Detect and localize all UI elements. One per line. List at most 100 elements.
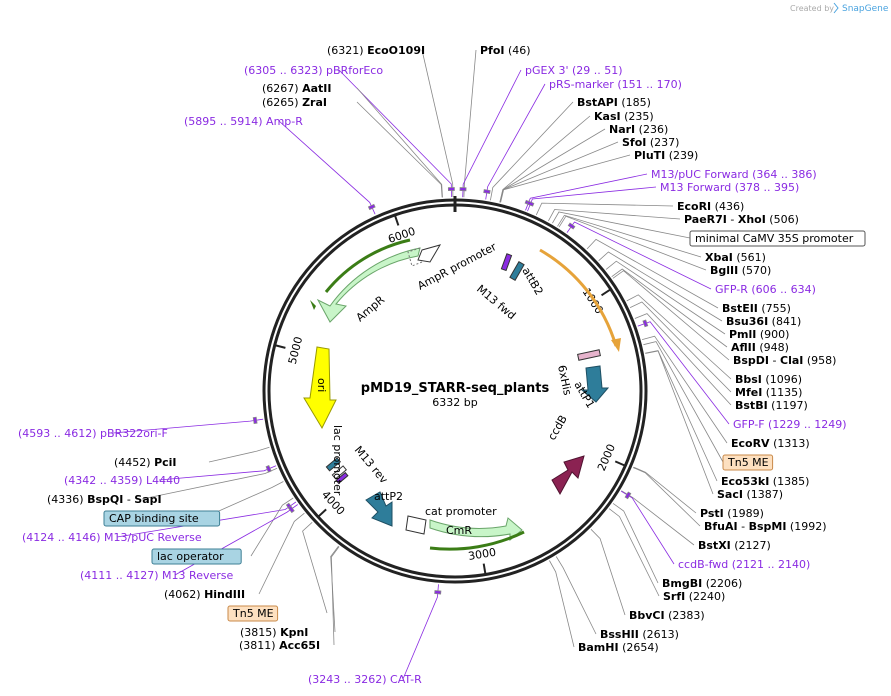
enzyme-name: BglII (710, 264, 738, 277)
site-bspqi[interactable]: (4336) BspQI - SapI (47, 493, 162, 506)
site-gfp-f-1229-1249[interactable]: GFP-F (1229 .. 1249) (733, 418, 847, 431)
site-bfuai[interactable]: BfuAI - BspMI (1992) (704, 520, 827, 533)
feature-6xhis[interactable] (577, 349, 601, 361)
site-tn5-me[interactable]: Tn5 ME (227, 605, 279, 622)
feature-cat-promoter[interactable] (405, 515, 427, 535)
leader-51 (612, 503, 659, 584)
site-aatii[interactable]: (6267) AatII (262, 82, 331, 95)
site-zrai[interactable]: (6265) ZraI (262, 96, 327, 109)
feature-attb2[interactable] (500, 253, 525, 281)
site-5895-5914-amp-r[interactable]: (5895 .. 5914) Amp-R (184, 115, 303, 128)
enzyme-name: EcoO109I (367, 44, 425, 57)
site-pgex-3-29-51[interactable]: pGEX 3' (29 .. 51) (525, 64, 623, 77)
svg-text:PmlI (900): PmlI (900) (729, 328, 789, 341)
site-ecori[interactable]: EcoRI (436) (677, 200, 744, 213)
site-bspdi[interactable]: BspDI - ClaI (958) (733, 354, 836, 367)
site-pcii[interactable]: (4452) PciI (114, 456, 177, 469)
site-3243-3262-cat-r[interactable]: (3243 .. 3262) CAT-R (308, 673, 422, 686)
site-tn5-me[interactable]: Tn5 ME (722, 454, 774, 471)
feature-attp2[interactable] (365, 491, 393, 527)
site-srfi[interactable]: SrfI (2240) (663, 590, 725, 603)
site-bamhi[interactable]: BamHI (2654) (578, 641, 659, 654)
site-lac-operator[interactable]: lac operator (151, 548, 242, 565)
enzyme-name: BspDI (733, 354, 769, 367)
site-pluti[interactable]: PluTI (239) (634, 149, 698, 162)
leader-54 (555, 556, 597, 635)
leader-35 (112, 418, 264, 434)
feature-minimal-camv-35s-arc[interactable] (539, 248, 621, 352)
site-position: (436) (711, 200, 744, 213)
site-position: (2127) (731, 539, 771, 552)
svg-text:(4336) BspQI - SapI: (4336) BspQI - SapI (47, 493, 162, 506)
site-pmli[interactable]: PmlI (900) (729, 328, 789, 341)
site-sfoi[interactable]: SfoI (237) (622, 136, 679, 149)
site-m13-puc-forward-364-386[interactable]: M13/pUC Forward (364 .. 386) (651, 168, 817, 181)
feature-ori[interactable] (303, 346, 337, 430)
enzyme-name-2: SapI (134, 493, 161, 506)
enzyme-name: PluTI (634, 149, 665, 162)
enzyme-name: AatII (302, 82, 331, 95)
site-4593-4612-pbr322ori-f[interactable]: (4593 .. 4612) pBR322ori-F (18, 427, 168, 440)
svg-text:EcoRI (436): EcoRI (436) (677, 200, 744, 213)
plasmid-length: 6332 bp (432, 396, 477, 409)
site-bbsi[interactable]: BbsI (1096) (735, 373, 802, 386)
feature-ampr[interactable] (310, 238, 421, 323)
leader-39 (116, 501, 297, 538)
leader-55 (549, 560, 575, 648)
site-ecoo109i[interactable]: (6321) EcoO109I (327, 44, 425, 57)
site-bsteii[interactable]: BstEII (755) (722, 302, 791, 315)
site-kpni[interactable]: (3815) KpnI (240, 626, 308, 639)
site-gfp-r-606-634[interactable]: GFP-R (606 .. 634) (715, 283, 816, 296)
site-aflii[interactable]: AflII (948) (731, 341, 789, 354)
site-bglii[interactable]: BglII (570) (710, 264, 771, 277)
leader-2 (338, 69, 452, 198)
svg-text:(6265) ZraI: (6265) ZraI (262, 96, 327, 109)
feature-lac-promoter-arrows[interactable] (325, 457, 349, 485)
snapgene-logo-icon (833, 2, 839, 14)
svg-text:PaeR7I - XhoI (506): PaeR7I - XhoI (506) (684, 213, 799, 226)
enzyme-name: BstAPI (577, 96, 618, 109)
site-ccdb-fwd-2121-2140[interactable]: ccdB-fwd (2121 .. 2140) (678, 558, 810, 571)
site-bsshii[interactable]: BssHII (2613) (600, 628, 679, 641)
feature-ccdb[interactable] (551, 455, 585, 496)
feature-attp1[interactable] (580, 365, 610, 403)
site-cap-binding-site[interactable]: CAP binding site (103, 510, 221, 527)
site-position: (900) (756, 328, 789, 341)
site-nari[interactable]: NarI (236) (609, 123, 668, 136)
site-bstbi[interactable]: BstBI (1197) (735, 399, 808, 412)
site-4111-4127-m13-reverse[interactable]: (4111 .. 4127) M13 Reverse (80, 569, 233, 582)
site-acc65i[interactable]: (3811) Acc65I (239, 639, 320, 652)
feature-box (151, 548, 242, 565)
site-mfei[interactable]: MfeI (1135) (735, 386, 802, 399)
site-xbai[interactable]: XbaI (561) (705, 251, 766, 264)
feature-ampr-promoter[interactable] (407, 244, 442, 267)
svg-text:KasI (235): KasI (235) (594, 110, 654, 123)
enzyme-name: SacI (717, 488, 743, 501)
site-bmgbi[interactable]: BmgBI (2206) (662, 577, 742, 590)
site-kasi[interactable]: KasI (235) (594, 110, 654, 123)
site-bbvci[interactable]: BbvCI (2383) (629, 609, 705, 622)
feature-cmr[interactable] (429, 517, 525, 551)
enzyme-name: XbaI (705, 251, 733, 264)
site-saci[interactable]: SacI (1387) (717, 488, 783, 501)
enzyme-name: BstXI (698, 539, 731, 552)
primer-label: (4342 .. 4359) L4440 (64, 474, 180, 487)
site-bsu36i[interactable]: Bsu36I (841) (726, 315, 801, 328)
site-pfoi[interactable]: PfoI (46) (480, 44, 531, 57)
site-4342-4359-l4440[interactable]: (4342 .. 4359) L4440 (64, 474, 180, 487)
site-paer7i[interactable]: PaeR7I - XhoI (506) (684, 213, 799, 226)
site-6305-6323-pbrforeco[interactable]: (6305 .. 6323) pBRforEco (244, 64, 383, 77)
enzyme-name: PmlI (729, 328, 756, 341)
site-labels[interactable]: (6321) EcoO109I PfoI (46) (6305 .. 6323) p… (18, 44, 866, 686)
site-minimal-camv-35s-promoter[interactable]: minimal CaMV 35S promoter (689, 230, 866, 247)
site-m13-forward-378-395[interactable]: M13 Forward (378 .. 395) (660, 181, 799, 194)
site-hindiii[interactable]: (4062) HindIII (164, 588, 245, 601)
site-ecorv[interactable]: EcoRV (1313) (731, 437, 810, 450)
site-psti[interactable]: PstI (1989) (700, 507, 764, 520)
site-bstxi[interactable]: BstXI (2127) (698, 539, 771, 552)
site-prs-marker-151-170[interactable]: pRS-marker (151 .. 170) (549, 78, 682, 91)
site-4124-4146-m13-puc-reverse[interactable]: (4124 .. 4146) M13/pUC Reverse (22, 531, 202, 544)
site-eco53ki[interactable]: Eco53kI (1385) (721, 475, 809, 488)
site-bstapi[interactable]: BstAPI (185) (577, 96, 651, 109)
svg-text:SfoI (237): SfoI (237) (622, 136, 679, 149)
